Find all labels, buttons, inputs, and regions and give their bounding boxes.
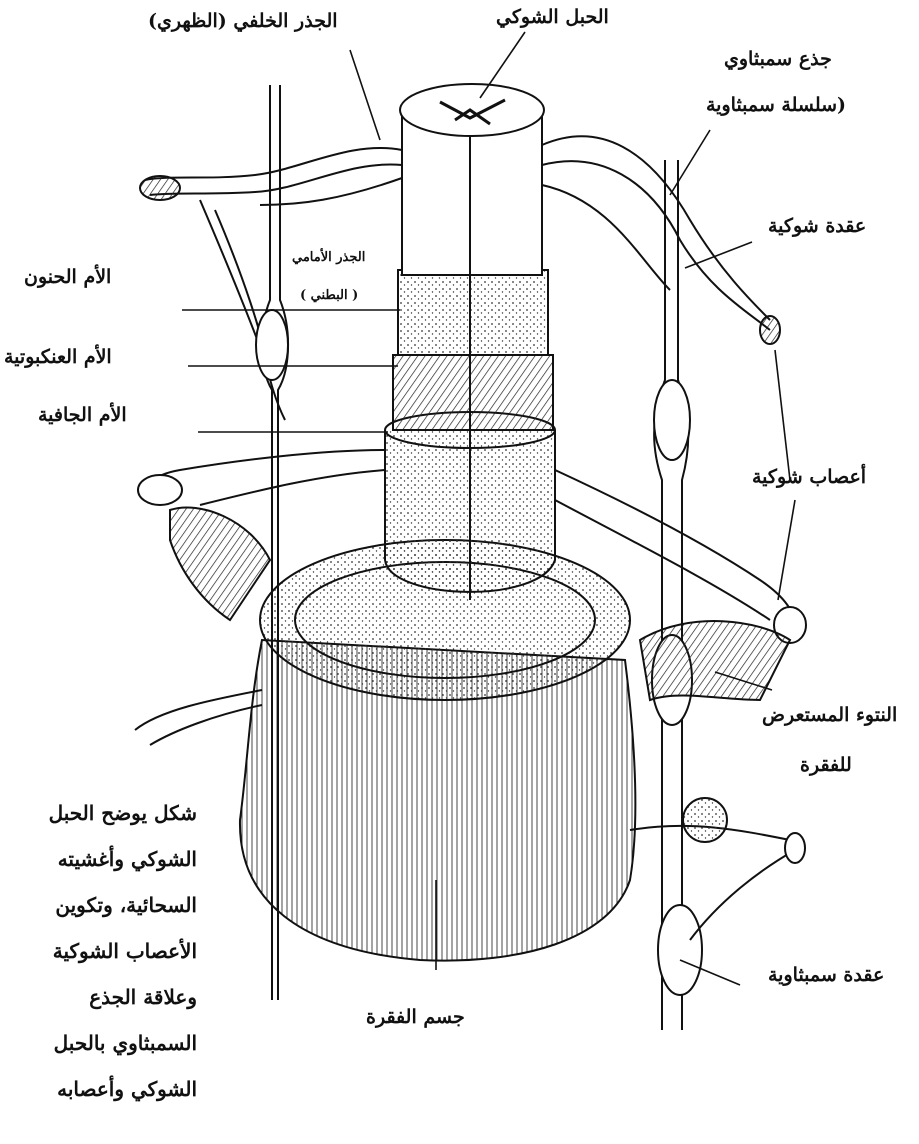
label-dura-mater: الأم الجافية: [38, 404, 127, 427]
caption-line: الشوكي وأعصابه: [49, 1066, 197, 1112]
label-spinal-nerves: أعصاب شوكية: [752, 466, 866, 489]
caption-line: السمبثاوي بالحبل: [49, 1020, 197, 1066]
pointer-spinal-nerves: [775, 350, 790, 480]
label-sympathetic-chain: (سلسلة سمبثاوية: [706, 94, 846, 117]
label-transverse-process-2: للفقرة: [800, 754, 852, 777]
label-spinal-ganglion: عقدة شوكية: [768, 215, 866, 238]
label-transverse-process: النتوء المستعرض: [762, 704, 897, 727]
caption-line: وعلاقة الجذع: [49, 974, 197, 1020]
label-sympathetic-ganglion: عقدة سمبثاوية: [768, 964, 884, 987]
caption-line: السحائية، وتكوين: [49, 882, 197, 928]
label-ventral-root: الجذر الأمامي: [292, 250, 365, 266]
label-arachnoid: الأم العنكبوتية: [4, 346, 112, 369]
pointer-spinal-nerves-2: [778, 500, 795, 600]
sympathetic-ganglion: [658, 905, 702, 995]
pia-band: [398, 270, 548, 355]
label-ventral-root-paren: ( البطني ): [300, 288, 358, 304]
caption-line: الأعصاب الشوكية: [49, 928, 197, 974]
figure-caption: شكل يوضح الحبل الشوكي وأغشيته السحائية، …: [49, 790, 197, 1112]
right-sympathetic-trunk: [654, 160, 665, 1030]
pointer-dorsal-root: [350, 50, 380, 140]
pointer-spinal-ganglion: [685, 242, 752, 268]
label-dorsal-root: الجذر الخلفي (الظهري): [148, 10, 338, 33]
label-sympathetic-trunk: جذع سمبثاوي: [724, 48, 832, 71]
arachnoid-band: [393, 355, 553, 430]
caption-line: شكل يوضح الحبل: [49, 790, 197, 836]
label-pia-mater: الأم الحنون: [24, 266, 111, 289]
pointer-sympathetic-trunk: [670, 130, 710, 195]
label-spinal-cord: الحبل الشوكي: [496, 6, 609, 29]
label-vertebral-body: جسم الفقرة: [366, 1006, 465, 1029]
caption-line: الشوكي وأغشيته: [49, 836, 197, 882]
left-transverse-process: [170, 507, 270, 620]
